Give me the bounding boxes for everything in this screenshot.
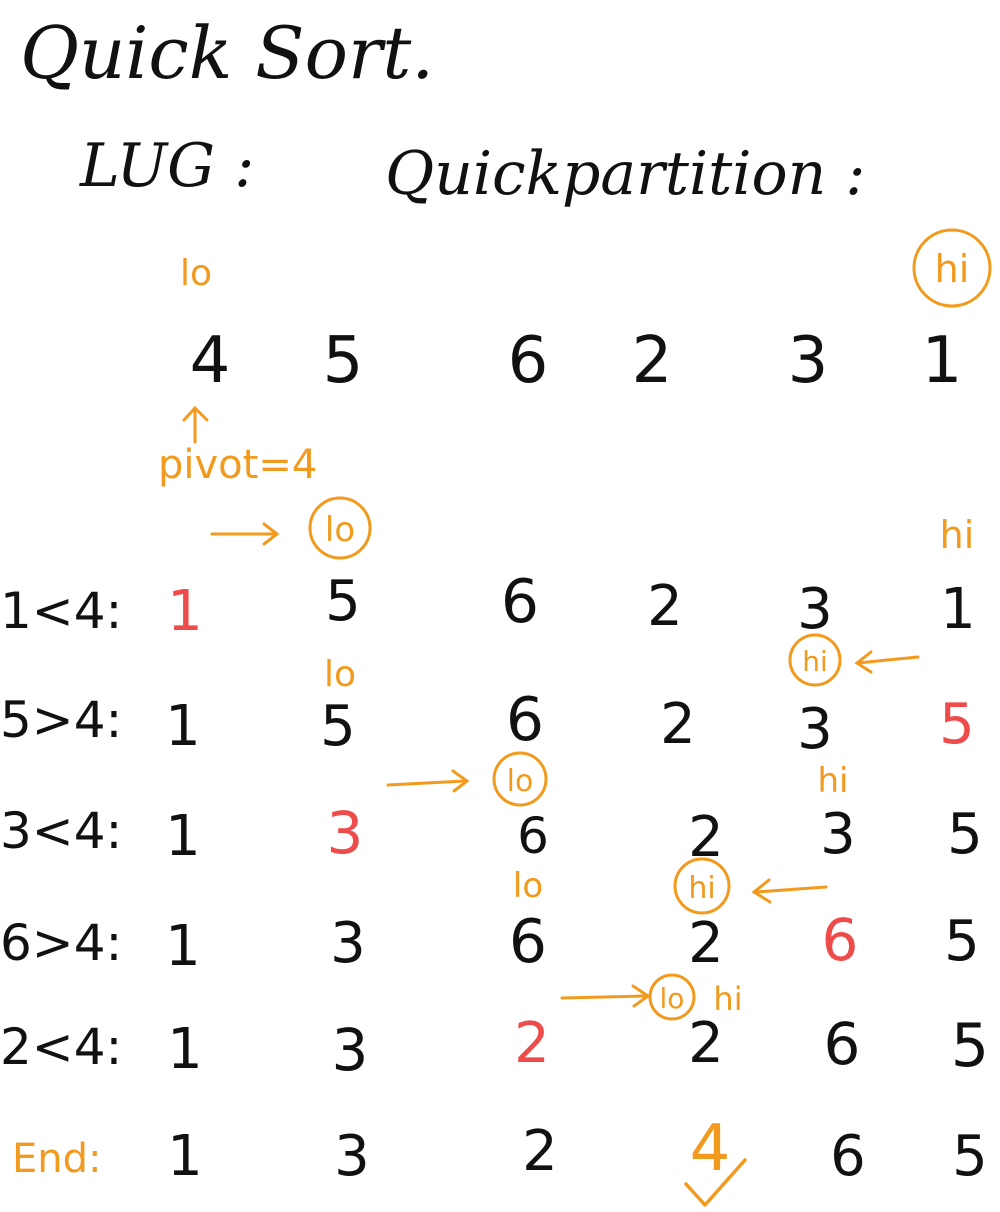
initial-value-0: 4 (190, 324, 231, 398)
lo-move-arrow-1 (210, 522, 280, 546)
row6-value-0: 1 (167, 1124, 203, 1189)
row3-step-label: 3<4: (0, 802, 122, 860)
row6-value-1: 3 (334, 1124, 370, 1189)
row2-value-3: 2 (660, 692, 696, 757)
row2-lo-label: lo (324, 654, 356, 695)
initial-hi-label: hi (935, 247, 970, 291)
row1-hi-label: hi (940, 513, 975, 557)
row4-value-1: 3 (330, 911, 366, 976)
row1-value-3: 2 (647, 574, 683, 639)
row5-value-0: 1 (167, 1017, 203, 1082)
page-title: Quick Sort. (20, 11, 434, 95)
row6-value-4: 6 (830, 1124, 866, 1189)
row2-value-4: 3 (797, 697, 833, 762)
row6-value-5: 5 (952, 1124, 988, 1189)
row6-value-2: 2 (522, 1119, 558, 1184)
row2-value-0: 1 (165, 694, 201, 759)
row2-value-2: 6 (506, 685, 544, 755)
row3-value-2: 6 (517, 807, 549, 865)
initial-value-5: 1 (922, 324, 963, 398)
row3-value-0: 1 (165, 804, 201, 869)
hi-move-arrow-4 (751, 878, 828, 904)
row4-hi-circle-label: hi (688, 871, 715, 906)
initial-value-3: 2 (632, 324, 673, 398)
row4-lo-label: lo (513, 866, 543, 906)
check-mark-icon (684, 1158, 747, 1207)
row5-lo-circle (648, 973, 696, 1021)
row3-value-4: 3 (820, 802, 856, 867)
row5-value-3: 2 (688, 1011, 724, 1076)
row1-value-1: 5 (325, 569, 361, 634)
lo-move-arrow-3 (386, 769, 470, 793)
row4-step-label: 6>4: (0, 914, 122, 972)
row5-hi-label: hi (713, 980, 742, 1018)
row5-lo-circle-label: lo (660, 982, 685, 1015)
row3-lo-circle (492, 751, 548, 807)
row1-lo-label: lo (325, 510, 355, 550)
row3-value-1: 3 (327, 799, 364, 867)
subtitle-quickpartition: Quickpartition : (385, 139, 866, 209)
row4-hi-circle (673, 857, 731, 915)
pivot-label: pivot=4 (158, 442, 317, 488)
row1-hi-circle (788, 633, 842, 687)
row1-hi-circle-label: hi (802, 645, 828, 678)
lo-move-arrow-5 (560, 984, 651, 1008)
row2-value-5: 5 (939, 692, 975, 757)
row4-value-5: 5 (944, 909, 980, 974)
initial-value-4: 3 (788, 324, 829, 398)
row3-value-5: 5 (947, 802, 983, 867)
row5-value-5: 5 (951, 1011, 989, 1081)
row1-step-label: 1<4: (0, 582, 122, 640)
row4-value-2: 6 (509, 907, 547, 977)
row1-value-0: 1 (167, 579, 203, 644)
row5-value-2: 2 (514, 1011, 550, 1076)
row5-value-4: 6 (824, 1010, 861, 1078)
initial-hi-circle (912, 228, 992, 308)
row1-value-5: 1 (940, 577, 976, 642)
initial-lo-label: lo (180, 253, 212, 294)
row2-step-label: 5>4: (0, 691, 122, 749)
pivot-up-arrow (182, 405, 209, 444)
row2-value-1: 5 (320, 694, 356, 759)
hi-move-arrow-1 (854, 650, 920, 674)
row1-lo-circle (308, 496, 372, 560)
row3-hi-label: hi (818, 761, 849, 801)
subtitle-lug: LUG : (79, 131, 254, 201)
row6-step-label: End: (12, 1136, 102, 1182)
row4-value-0: 1 (165, 914, 201, 979)
row5-step-label: 2<4: (0, 1018, 122, 1076)
row6-value-3: 4 (690, 1112, 731, 1186)
row3-lo-circle-label: lo (507, 764, 534, 799)
initial-value-2: 6 (508, 324, 549, 398)
row4-value-4: 6 (822, 906, 859, 974)
row1-value-4: 3 (797, 577, 833, 642)
row1-value-2: 6 (501, 567, 539, 637)
row5-value-1: 3 (332, 1016, 369, 1084)
row4-value-3: 2 (688, 911, 724, 976)
initial-value-1: 5 (323, 324, 364, 398)
